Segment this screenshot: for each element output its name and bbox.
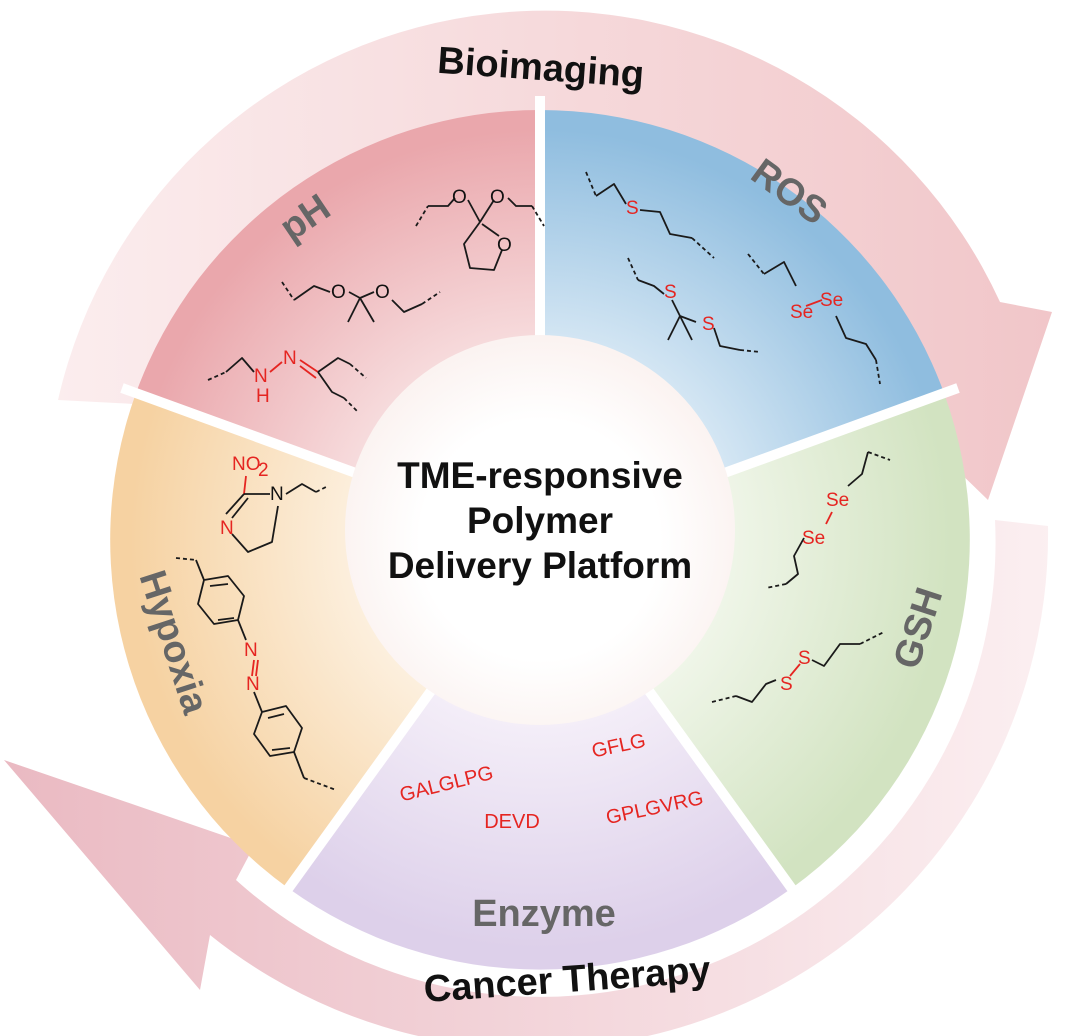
atom-s: S [626,198,639,219]
top-cycle-arrow [58,10,1052,500]
atom-s: S [798,648,811,669]
ros-thioether: S [585,171,715,259]
gsh-disulfide: S S [711,631,885,703]
atom-n: N [220,518,234,539]
sector-enzyme [288,540,792,970]
hypoxia-azobenzene: N N [175,557,337,791]
ph-ketal: O O [281,281,441,323]
ros-thioketal: S S [627,257,761,353]
peptide-devd: DEVD [484,811,540,833]
ph-hydrazone: N H N [207,348,367,413]
atom-no2-subscript: 2 [258,460,269,481]
sector-label-enzyme: Enzyme [472,893,616,935]
atom-s: S [702,314,715,335]
atom-n: N [270,484,284,505]
atom-n: N [244,640,258,661]
atom-o: O [490,187,505,208]
atom-n: N [246,674,260,695]
atom-n: N [254,366,268,387]
atom-s: S [780,674,793,695]
atom-o: O [497,235,512,256]
atom-se: Se [802,528,825,549]
atom-s: S [664,282,677,303]
atom-se: Se [826,490,849,511]
atom-o: O [331,282,346,303]
center-title-line-1: TME-responsive [397,455,683,496]
gsh-diselenide: Se Se [765,451,891,589]
atom-o: O [452,187,467,208]
center-title-line-3: Delivery Platform [388,545,692,586]
ph-cyclic-orthoester: O O O [415,187,545,271]
atom-se: Se [790,302,813,323]
center-title-line-2: Polymer [467,500,613,541]
atom-n: N [283,348,297,369]
center-circle [345,335,735,725]
atom-o: O [375,282,390,303]
center-title: TME-responsive Polymer Delivery Platform [388,455,692,586]
atom-h: H [256,386,270,407]
bottom-cycle-arrow [4,520,1049,1036]
ros-diselenide: Se Se [747,253,881,385]
atom-no2: NO [232,454,261,475]
hypoxia-nitroimidazole: NO 2 N N [220,454,329,553]
atom-se: Se [820,290,843,311]
